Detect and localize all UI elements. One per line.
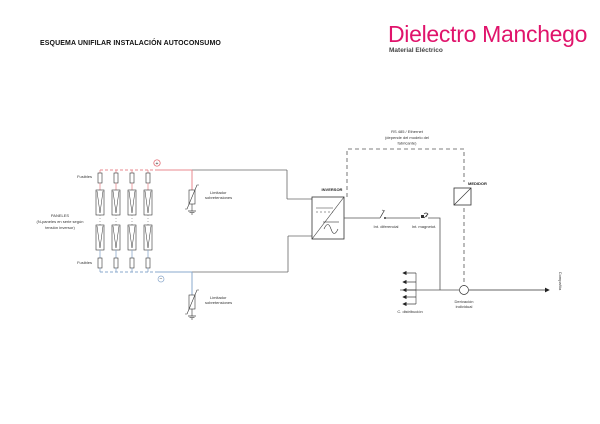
brand-prefix: Di	[388, 21, 410, 47]
fuse-icon	[97, 257, 103, 269]
differential-label: Int. diferencial	[374, 224, 399, 229]
pv-string	[95, 170, 105, 272]
derivation-label-1: Derivación	[455, 299, 474, 304]
differential-switch-icon	[379, 209, 386, 219]
pv-string	[127, 170, 137, 272]
surge-top-label-1: Limitador	[210, 190, 227, 195]
surge-protector-bottom	[185, 272, 199, 320]
comm-label-3: fabricante)	[398, 141, 418, 146]
distribution-board	[402, 270, 417, 307]
comm-label-2: (depende del modelo del	[385, 135, 429, 140]
fuse-icon	[113, 172, 119, 184]
surge-top-label-2: sobretensiones	[205, 195, 232, 200]
positive-sign: +	[156, 161, 159, 167]
panels-note-line2: tensión inversor)	[45, 225, 75, 230]
pv-string	[143, 170, 153, 272]
negative-bus: −	[100, 235, 312, 283]
meter	[453, 187, 472, 206]
fuse-icon	[145, 257, 151, 269]
fuse-icon	[129, 257, 135, 269]
panels-note-line1: (N-paneles en serie según	[37, 219, 84, 224]
magnetothermal-switch-icon	[421, 212, 429, 219]
company-label: Compañía	[558, 272, 563, 291]
brand-logo: Dielectro Manchego	[388, 22, 587, 46]
negative-sign: −	[160, 277, 163, 283]
fuse-icon	[145, 172, 151, 184]
pv-string	[111, 170, 121, 272]
derivation-point-icon	[459, 285, 469, 295]
fuse-icon	[129, 172, 135, 184]
inverter-label: INVERSOR	[322, 187, 343, 192]
fuse-icon	[97, 172, 103, 184]
pv-strings	[95, 170, 153, 272]
surge-bottom-label-1: Limitador	[210, 295, 227, 300]
inverter	[311, 196, 345, 240]
brand-rest: electro Manchego	[409, 21, 588, 47]
page-title: ESQUEMA UNIFILAR INSTALACIÓN AUTOCONSUMO	[40, 40, 221, 47]
brand-tagline: Material Eléctrico	[389, 47, 443, 54]
fuses-top-label: Fusibles	[77, 174, 92, 179]
derivation-label-2: individual	[456, 304, 473, 309]
fuse-icon	[113, 257, 119, 269]
positive-terminal-icon	[153, 159, 161, 167]
ac-sine-icon	[323, 224, 339, 234]
meter-label: MEDIDOR	[468, 181, 487, 186]
distribution-label: C. distribución	[397, 309, 422, 314]
comm-label-1: RS 485 / Ethernet	[391, 129, 424, 134]
magnetothermal-label: Int. magnetot.	[412, 224, 436, 229]
positive-bus: +	[100, 159, 312, 200]
panels-label: PANELES	[51, 213, 69, 218]
surge-protector-top	[185, 170, 199, 215]
communication-link	[346, 148, 465, 197]
negative-terminal-icon	[157, 275, 165, 283]
fuses-bottom-label: Fusibles	[77, 260, 92, 265]
surge-bottom-label-2: sobretensiones	[205, 300, 232, 305]
